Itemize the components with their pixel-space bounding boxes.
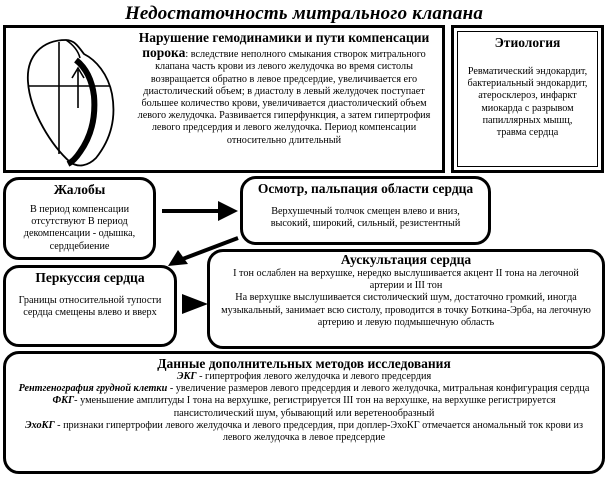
additional-heading: Данные дополнительных методов исследован… [6, 357, 602, 371]
heart-diagram-icon [14, 34, 124, 170]
etiology-list: Ревматический эндокардит, бактериальный … [458, 66, 597, 139]
hemodynamics-box: Нарушение гемодинамики и пути компенсаци… [3, 25, 445, 173]
hemodynamics-body: : вследствие неполного смыкания створок … [138, 49, 431, 145]
etiology-item: бактериальный эндокардит, [461, 78, 594, 90]
additional-item-text: - уменьшение амплитуды I тона на верхушк… [74, 395, 555, 418]
etiology-item: Ревматический эндокардит, [461, 66, 594, 78]
additional-item-label: Рентгенография грудной клетки [19, 383, 168, 394]
page-title: Недостаточность митрального клапана [0, 3, 608, 25]
palpation-heading: Осмотр, пальпация области сердца [243, 182, 488, 196]
additional-item-label: ЭхоКГ [25, 420, 55, 431]
additional-item-label: ФКГ [52, 395, 74, 406]
auscultation-box: Аускультация сердца I тон ослаблен на ве… [207, 249, 605, 349]
additional-methods-box: Данные дополнительных методов исследован… [3, 351, 605, 474]
additional-item-fkg: ФКГ- уменьшение амплитуды I тона на верх… [6, 395, 602, 419]
complaints-box: Жалобы В период компенсации отсутствуют … [3, 177, 156, 260]
palpation-box: Осмотр, пальпация области сердца Верхуше… [240, 176, 491, 245]
additional-item-label: ЭКГ [177, 371, 197, 382]
additional-item-text: - гипертрофия левого желудочка и левого … [197, 371, 432, 382]
complaints-body: В период компенсации отсутствуют В перио… [6, 204, 153, 253]
etiology-box: Этиология Ревматический эндокардит, бакт… [451, 25, 604, 173]
arrow-right-icon [160, 196, 240, 226]
additional-item-xray: Рентгенография грудной клетки - увеличен… [6, 383, 602, 395]
additional-item-echo: ЭхоКГ - признаки гипертрофии левого желу… [6, 420, 602, 444]
palpation-body: Верхушечный толчок смещен влево и вниз, … [243, 206, 488, 230]
percussion-body: Границы относительной тупости сердца сме… [6, 295, 174, 319]
etiology-item: атеросклероз, инфаркт миокарда с разрыво… [461, 90, 594, 127]
hemodynamics-text: Нарушение гемодинамики и пути компенсаци… [128, 31, 440, 147]
additional-item-ecg: ЭКГ - гипертрофия левого желудочка и лев… [6, 371, 602, 383]
percussion-heading: Перкуссия сердца [6, 271, 174, 285]
auscultation-body-2: На верхушке выслушивается систолический … [210, 292, 602, 329]
etiology-item: травма сердца [461, 127, 594, 139]
auscultation-body-1: I тон ослаблен на верхушке, нередко высл… [210, 268, 602, 292]
complaints-heading: Жалобы [6, 183, 153, 197]
auscultation-heading: Аускультация сердца [210, 253, 602, 267]
additional-item-text: - признаки гипертрофии левого желудочка … [55, 420, 583, 443]
etiology-inner: Этиология Ревматический эндокардит, бакт… [457, 31, 598, 167]
additional-item-text: - увеличение размеров левого предсердия … [167, 383, 589, 394]
double-arrow-icon [180, 292, 210, 316]
etiology-heading: Этиология [458, 36, 597, 50]
percussion-box: Перкуссия сердца Границы относительной т… [3, 265, 177, 347]
